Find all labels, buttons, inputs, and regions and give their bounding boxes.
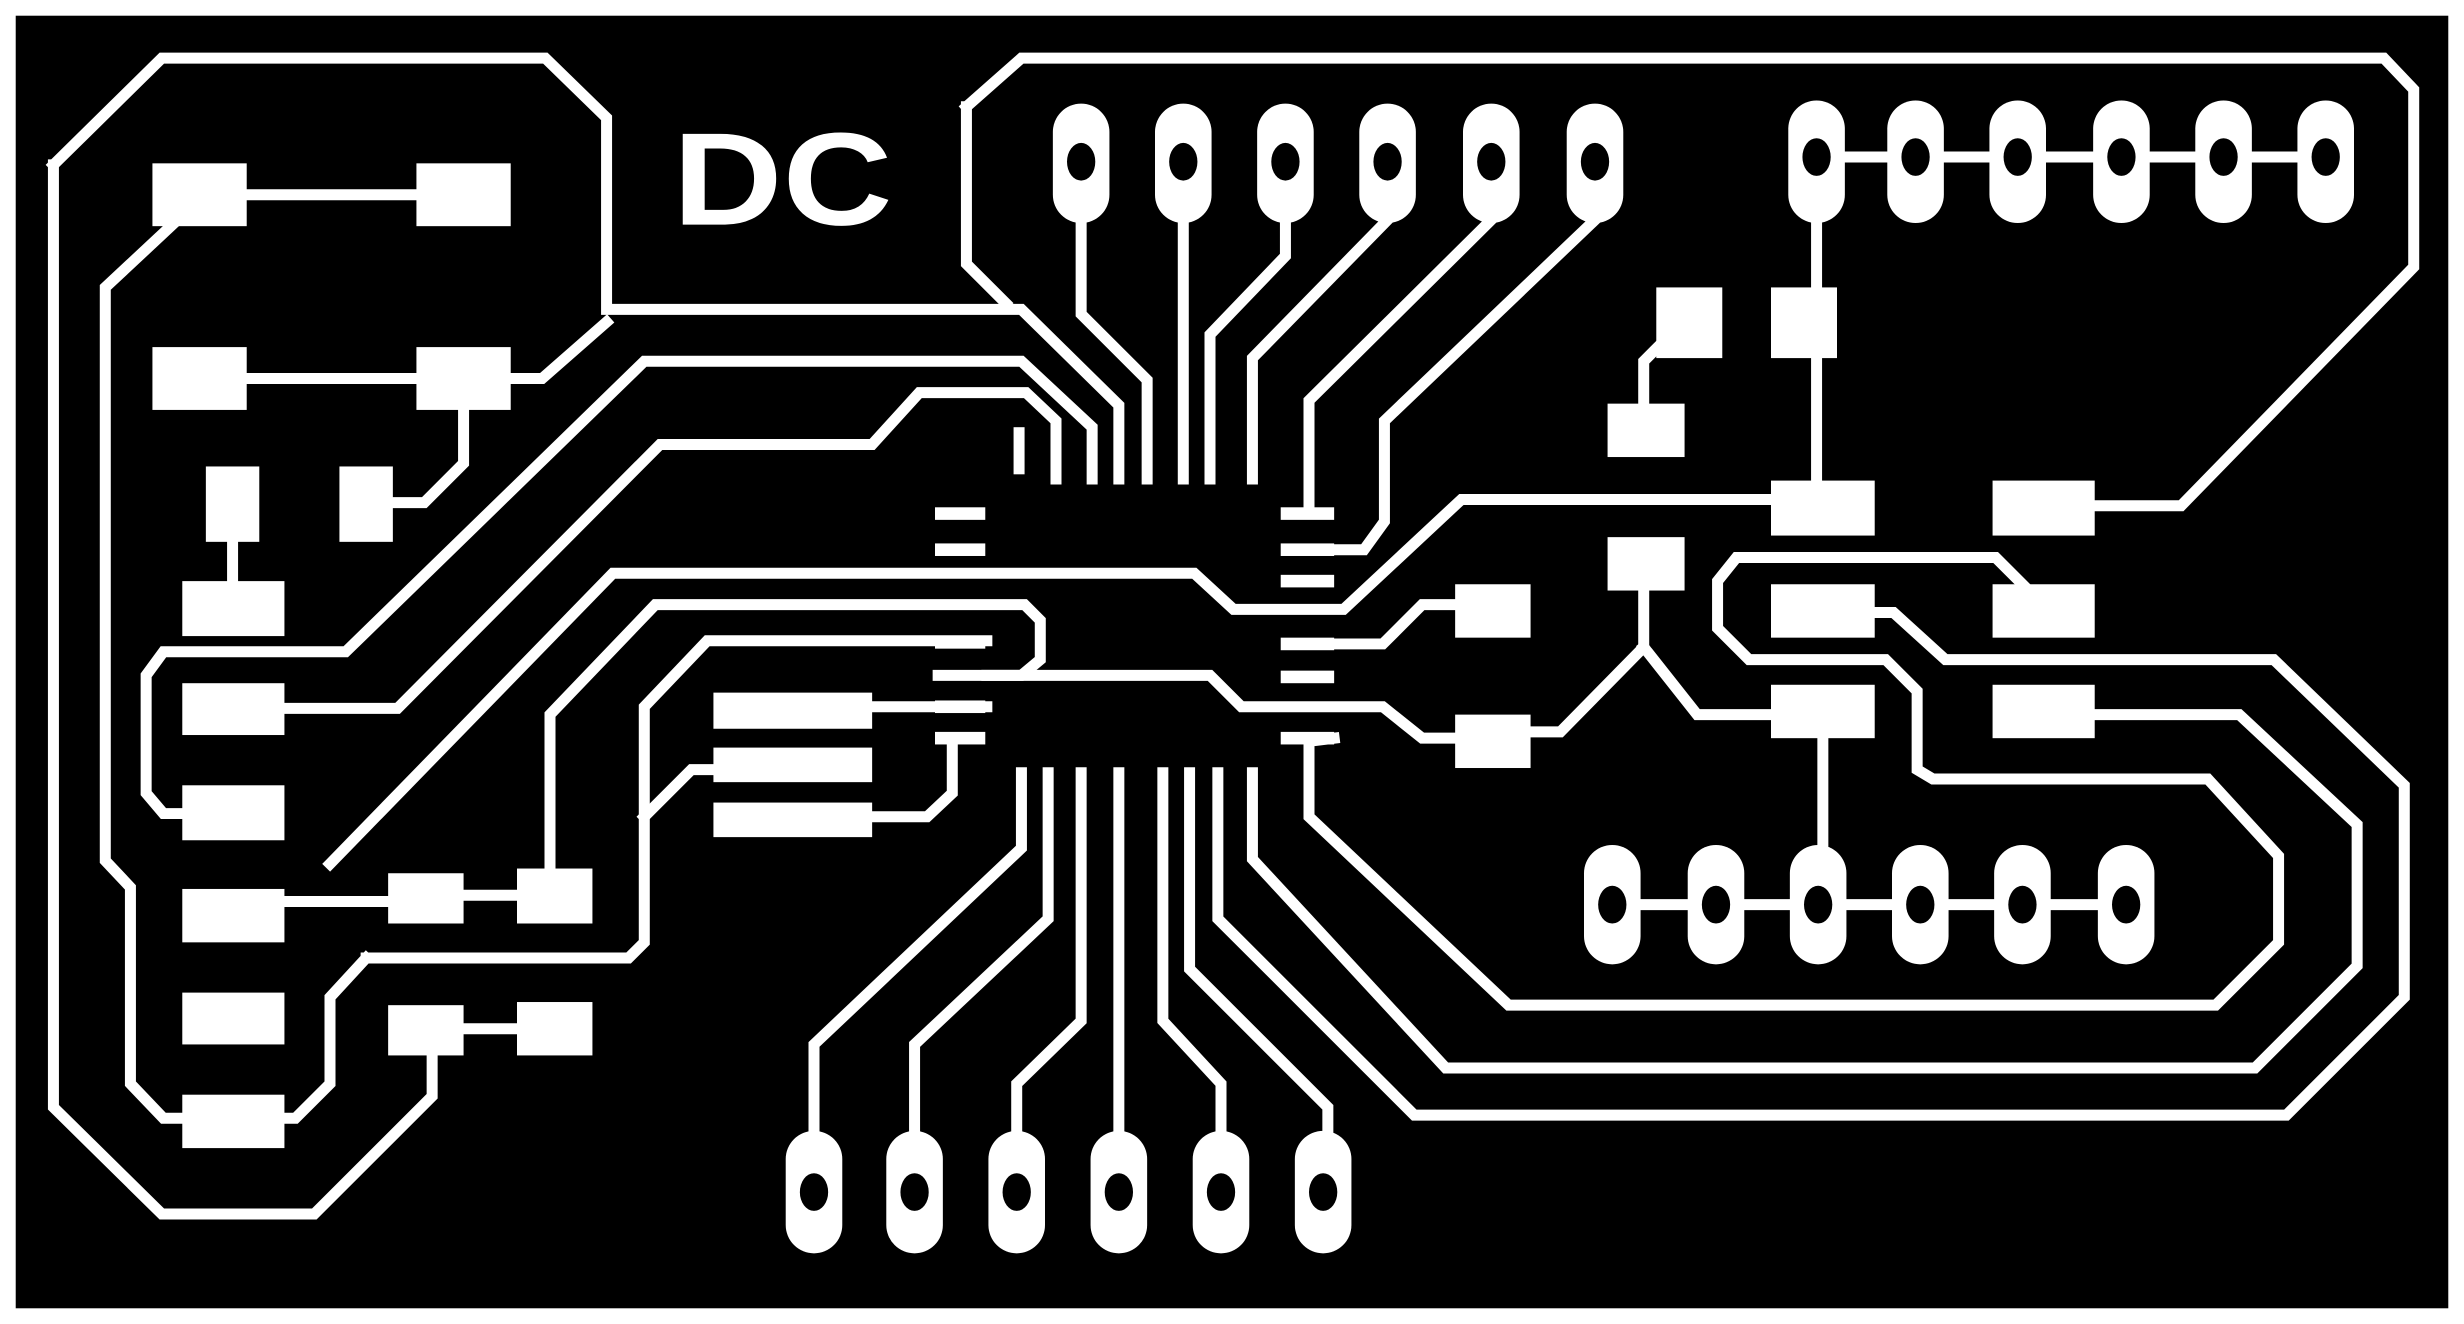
trace xyxy=(958,52,2420,512)
pad xyxy=(1455,714,1531,769)
trace xyxy=(1157,767,1227,1140)
trace xyxy=(866,732,958,823)
pad xyxy=(182,683,285,736)
ic-pad xyxy=(1280,731,1335,745)
pad xyxy=(388,873,464,924)
trace xyxy=(45,52,1125,485)
trace xyxy=(47,159,438,1220)
header-top-left xyxy=(1052,103,1624,224)
through-hole-pads xyxy=(785,100,2354,1254)
trace xyxy=(1246,709,2363,1074)
pad xyxy=(1771,684,1875,739)
trace xyxy=(1011,767,1087,1140)
trace xyxy=(140,355,1098,820)
trace xyxy=(1204,214,1291,485)
pad xyxy=(152,347,247,410)
trace xyxy=(241,314,615,385)
pad xyxy=(182,785,285,841)
pad xyxy=(1455,584,1531,638)
trace xyxy=(1328,599,1461,650)
header-bottom xyxy=(785,1130,1352,1254)
trace xyxy=(1303,552,2285,1011)
ic-pad xyxy=(1280,574,1335,588)
ic-pad xyxy=(1280,670,1335,684)
pad xyxy=(205,466,260,542)
ic-pad xyxy=(935,636,986,649)
trace xyxy=(1246,212,1396,485)
pad xyxy=(1656,287,1723,359)
trace xyxy=(322,493,1777,872)
pad xyxy=(1771,584,1875,638)
ic-pad xyxy=(1013,427,1025,475)
pad xyxy=(713,692,873,729)
trace xyxy=(278,950,374,1124)
ic-pad xyxy=(935,507,986,520)
pad xyxy=(182,581,285,637)
pad xyxy=(1992,684,2095,739)
trace xyxy=(99,212,195,1124)
board-label: DC xyxy=(673,106,893,253)
pad xyxy=(182,1094,285,1149)
trace xyxy=(960,101,1014,311)
pad xyxy=(416,347,511,410)
pad xyxy=(182,888,285,943)
pad xyxy=(517,1002,593,1056)
ic-pad xyxy=(1280,543,1335,556)
header-top-right xyxy=(1788,100,2354,224)
pad xyxy=(182,992,285,1045)
pad xyxy=(416,163,511,227)
pad xyxy=(1992,480,2095,536)
trace xyxy=(360,635,993,964)
ic-pad xyxy=(935,700,986,714)
pad xyxy=(339,466,393,542)
ic-pad xyxy=(1280,637,1335,651)
header-middle-right xyxy=(1584,844,2155,965)
pad xyxy=(152,163,247,227)
pad xyxy=(713,802,873,838)
trace xyxy=(1212,607,2410,1121)
trace xyxy=(808,767,1027,1140)
trace xyxy=(1303,212,1500,520)
pad xyxy=(713,747,873,783)
pad xyxy=(1992,584,2095,638)
pad xyxy=(388,1005,464,1056)
smd-pads xyxy=(152,163,2095,1149)
trace xyxy=(278,387,1062,714)
pad xyxy=(1607,537,1685,591)
trace xyxy=(1075,214,1153,485)
trace xyxy=(1525,585,1650,738)
trace xyxy=(909,767,1054,1140)
trace xyxy=(636,764,719,825)
pad xyxy=(517,868,593,924)
pad xyxy=(1771,480,1875,536)
trace xyxy=(981,669,1461,744)
trace xyxy=(387,404,470,509)
ic-pad xyxy=(935,731,986,745)
pad xyxy=(1607,403,1685,458)
trace xyxy=(1328,212,1603,556)
ic-pad xyxy=(935,543,986,556)
trace xyxy=(1184,767,1334,1140)
pad xyxy=(1771,287,1837,359)
trace xyxy=(1638,337,1668,410)
ic-pad xyxy=(1280,507,1335,520)
trace xyxy=(1635,639,1777,721)
traces xyxy=(45,52,2420,1220)
